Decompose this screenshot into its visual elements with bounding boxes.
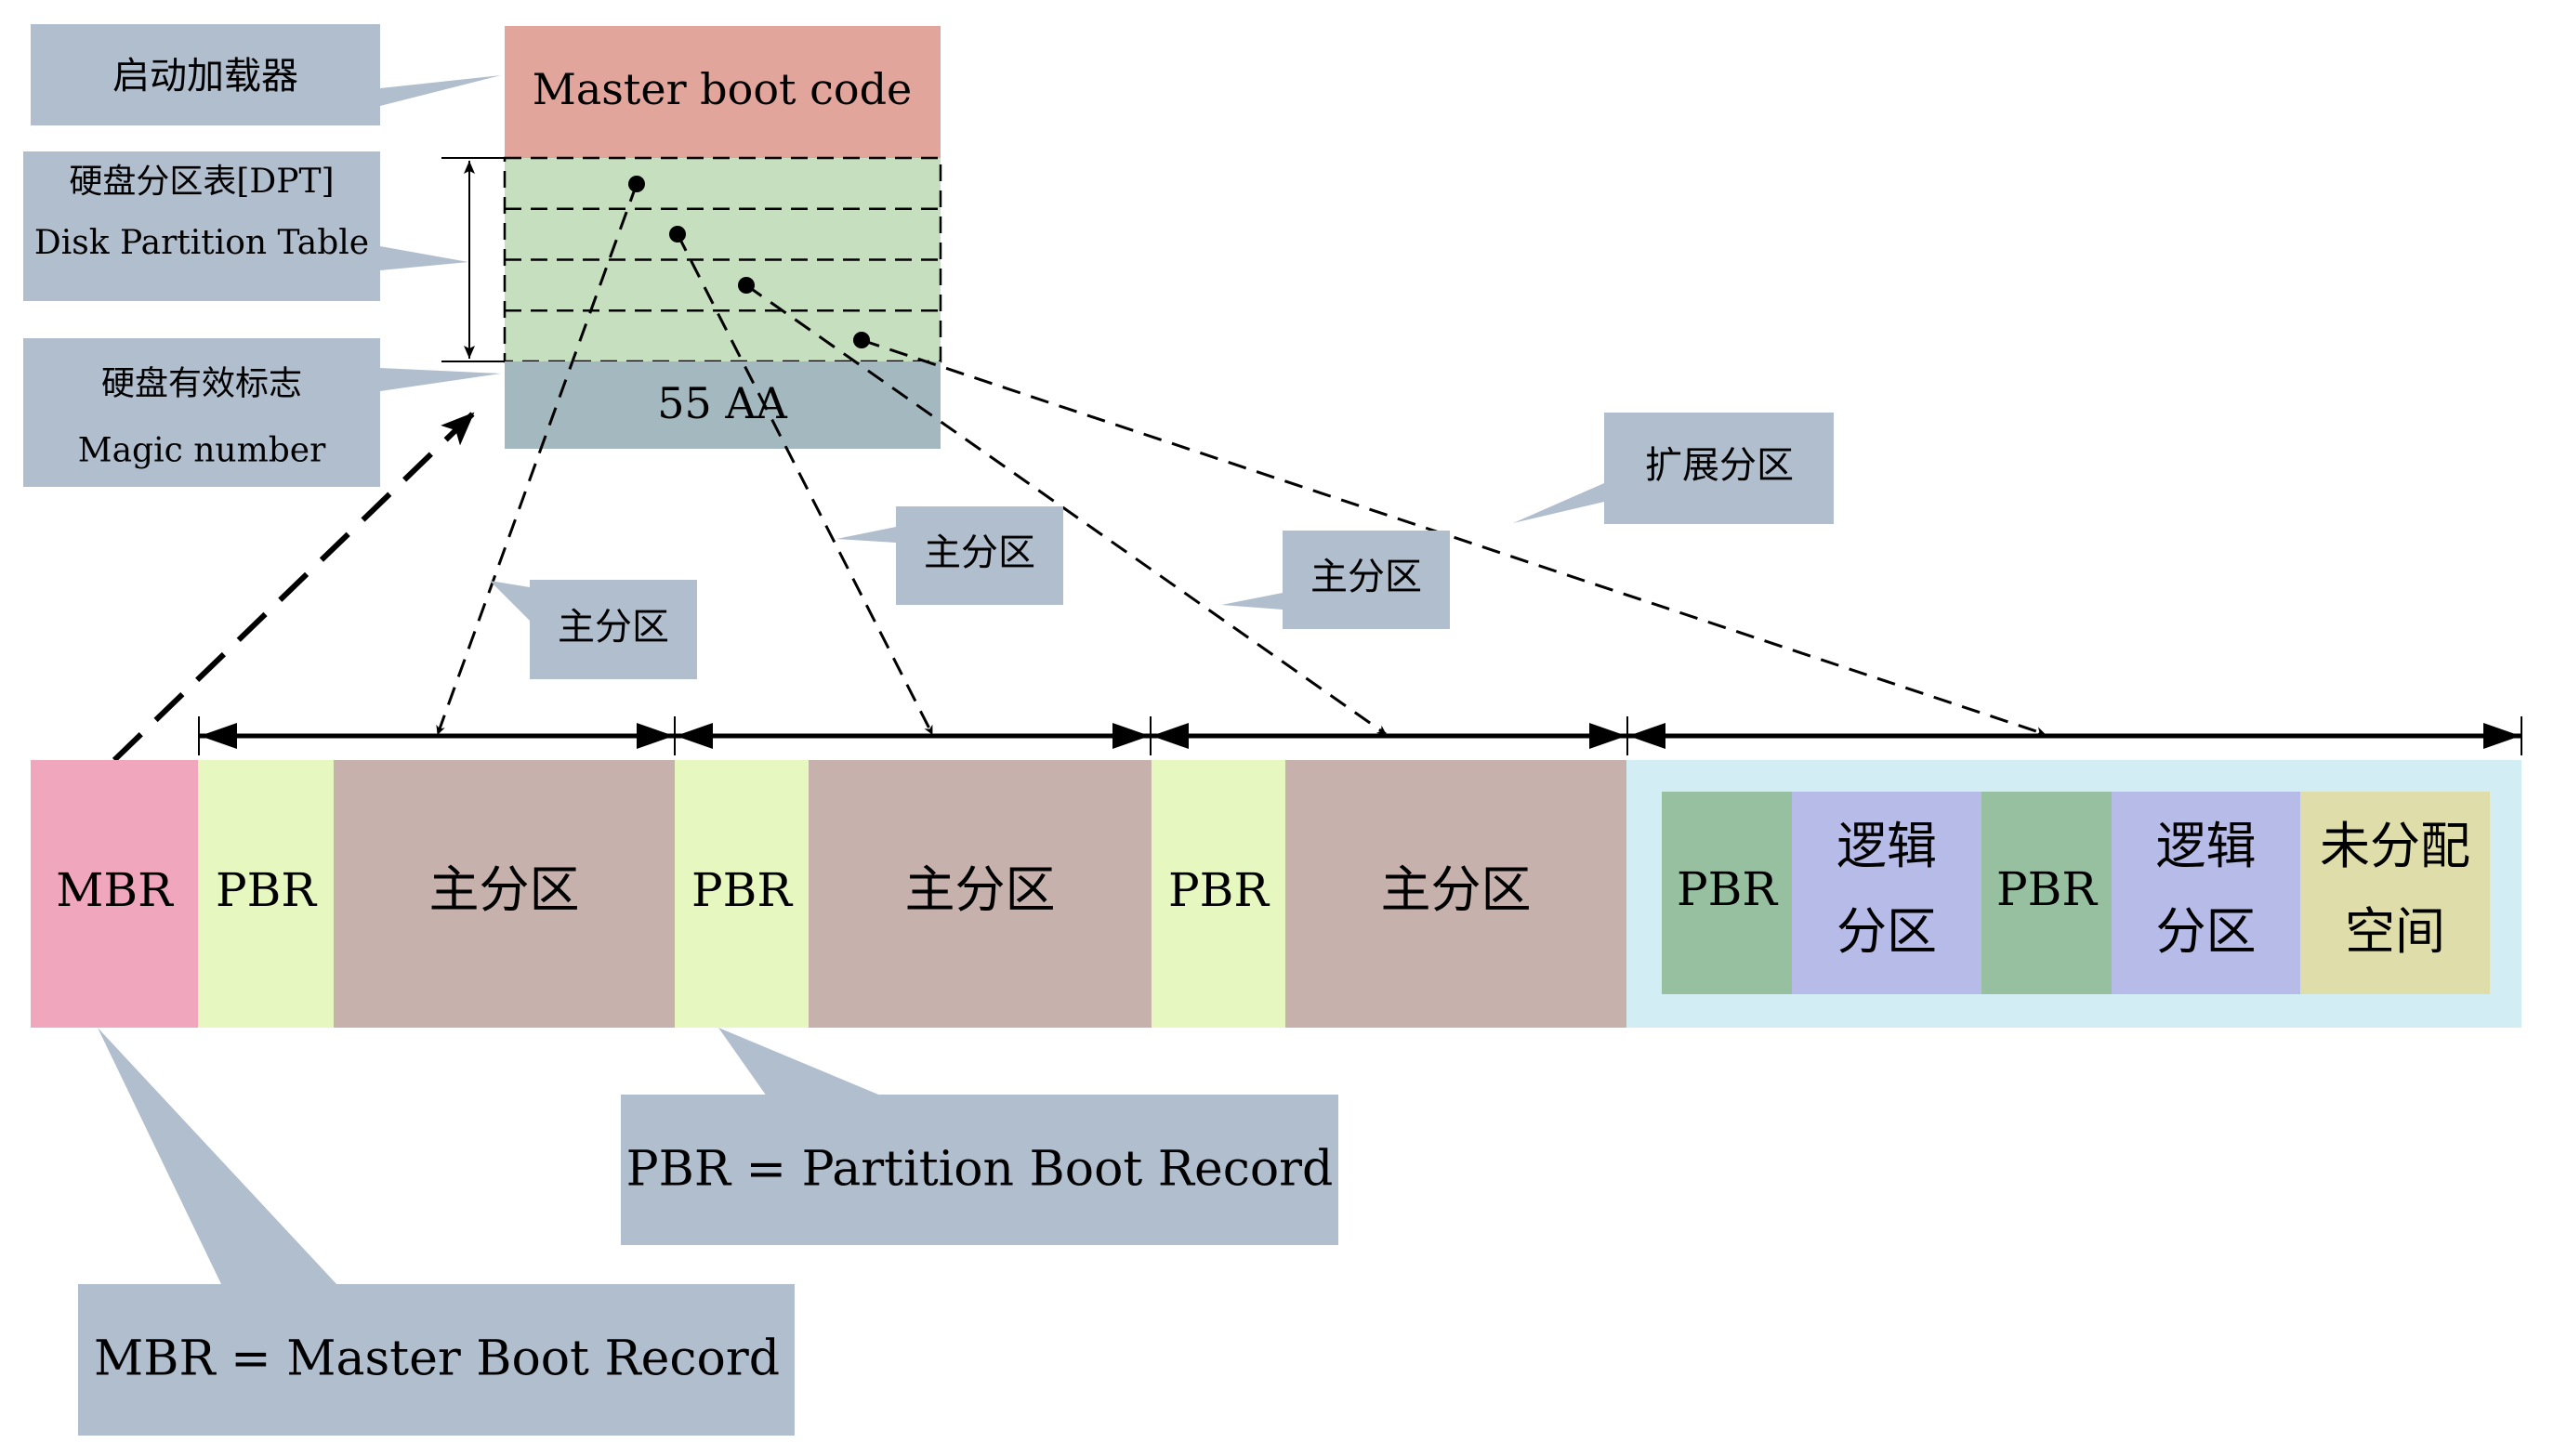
mbr-block-rect [31, 760, 198, 1028]
callout-partition-table: 硬盘分区表[DPT] Disk Partition Table [23, 151, 468, 301]
extended-item-2-logical-label-line2: 分区 [1836, 902, 1937, 961]
callout-box [530, 580, 697, 679]
master-boot-code-label: Master boot code [533, 64, 913, 114]
extended-item-3-pbr: PBR [1981, 792, 2112, 994]
primary-1-callout-label: 主分区 [558, 606, 669, 649]
pbr-block-2-label: PBR [691, 863, 793, 917]
pbr-block-1-label: PBR [216, 863, 317, 917]
dpt-label-cn: 硬盘分区表[DPT] [69, 163, 334, 201]
entry-1-pointer-arrow [436, 183, 638, 735]
primary-partition-2-rect [809, 760, 1152, 1028]
entry-2-dot [669, 226, 686, 243]
extended-item-3-pbr-label: PBR [1996, 862, 2098, 916]
entry-3-pointer-arrow [745, 283, 1387, 736]
extended-item-3-pbr-rect [1981, 792, 2112, 994]
mbr-block: MBR [31, 760, 198, 1028]
callout-primary-3: 主分区 [1221, 531, 1450, 629]
callout-pointer [836, 527, 896, 543]
callout-box [23, 338, 380, 487]
callout-box [31, 24, 380, 125]
callout-pointer [1221, 593, 1283, 610]
primary-partition-1-label: 主分区 [429, 860, 580, 919]
primary-partition-1: 主分区 [334, 760, 675, 1028]
primary-partition-2: 主分区 [809, 760, 1152, 1028]
entry-pointers [436, 176, 2046, 736]
extended-item-1-pbr-rect [1662, 792, 1792, 994]
partition-span-arrows [198, 716, 2522, 755]
extended-item-4-logical-label-line2: 分区 [2156, 902, 2257, 961]
boot-loader-label: 启动加载器 [112, 55, 298, 98]
pbr-block-3-label: PBR [1168, 863, 1270, 917]
callout-pointer [718, 1028, 883, 1096]
callout-pointer [1513, 483, 1604, 523]
magic-number-label: 55 AA [657, 378, 787, 428]
callout-primary-1: 主分区 [490, 580, 697, 679]
primary-partition-1-rect [334, 760, 675, 1028]
callout-box [621, 1095, 1338, 1245]
magic-label-en: Magic number [78, 431, 326, 469]
pbr-block-1: PBR [198, 760, 334, 1028]
callout-primary-2: 主分区 [836, 506, 1063, 605]
extended-item-5-unallocated-rect [2300, 792, 2490, 994]
callout-pointer [98, 1028, 338, 1286]
pbr-block-2: PBR [675, 760, 809, 1028]
extended-item-2-logical-label-line1: 逻辑 [1836, 817, 1937, 875]
callout-magic-number: 硬盘有效标志 Magic number [23, 338, 501, 487]
extended-item-4-logical-label-line1: 逻辑 [2156, 817, 2257, 875]
extended-callout-label: 扩展分区 [1645, 444, 1794, 487]
callout-pointer [490, 581, 530, 621]
callout-pbr-legend: PBR = Partition Boot Record [621, 1028, 1338, 1245]
callout-extended: 扩展分区 [1513, 413, 1834, 524]
entry-3-dot [738, 277, 755, 294]
primary-3-callout-label: 主分区 [1310, 556, 1422, 598]
callout-pointer [380, 246, 468, 270]
mbr-block-label: MBR [56, 863, 174, 917]
callout-box [1283, 531, 1450, 629]
callout-box [896, 506, 1063, 605]
mbr-legend-label: MBR = Master Boot Record [94, 1331, 780, 1387]
callout-boot-loader: 启动加载器 [31, 24, 501, 125]
pbr-block-1-rect [198, 760, 334, 1028]
extended-item-1-pbr-label: PBR [1677, 862, 1778, 916]
magic-label-cn: 硬盘有效标志 [101, 364, 302, 402]
primary-partition-3-rect [1285, 760, 1626, 1028]
extended-item-1-pbr: PBR [1662, 792, 1792, 994]
callout-box [1604, 413, 1834, 524]
callout-pointer [380, 75, 501, 106]
pbr-block-3-rect [1152, 760, 1285, 1028]
pbr-block-3: PBR [1152, 760, 1285, 1028]
extended-item-5-unallocated-label-line2: 空间 [2345, 902, 2445, 961]
pbr-block-2-rect [675, 760, 809, 1028]
partition-table-rows [503, 156, 942, 363]
primary-partition-2-label: 主分区 [905, 860, 1056, 919]
entry-4-dot [853, 332, 870, 348]
primary-partition-3-label: 主分区 [1381, 860, 1532, 919]
callout-mbr-legend: MBR = Master Boot Record [78, 1028, 795, 1436]
callout-pointer [380, 368, 501, 391]
primary-partition-3: 主分区 [1285, 760, 1626, 1028]
dpt-label-en: Disk Partition Table [34, 224, 369, 262]
master-boot-code-block [505, 26, 941, 158]
callout-box [78, 1284, 795, 1436]
magic-number-block [505, 361, 941, 449]
pbr-legend-label: PBR = Partition Boot Record [626, 1142, 1334, 1198]
mbr-link-arrow [112, 411, 476, 763]
extended-item-5-unallocated-label-line1: 未分配 [2320, 817, 2470, 875]
entry-2-pointer-arrow [676, 233, 934, 735]
mbr-structure: Master boot code 55 AA [441, 26, 942, 449]
extended-item-2-logical-rect [1792, 792, 1981, 994]
entry-1-dot [628, 176, 645, 192]
primary-2-callout-label: 主分区 [924, 531, 1035, 574]
extended-item-4-logical-rect [2112, 792, 2300, 994]
callout-box [23, 151, 380, 301]
